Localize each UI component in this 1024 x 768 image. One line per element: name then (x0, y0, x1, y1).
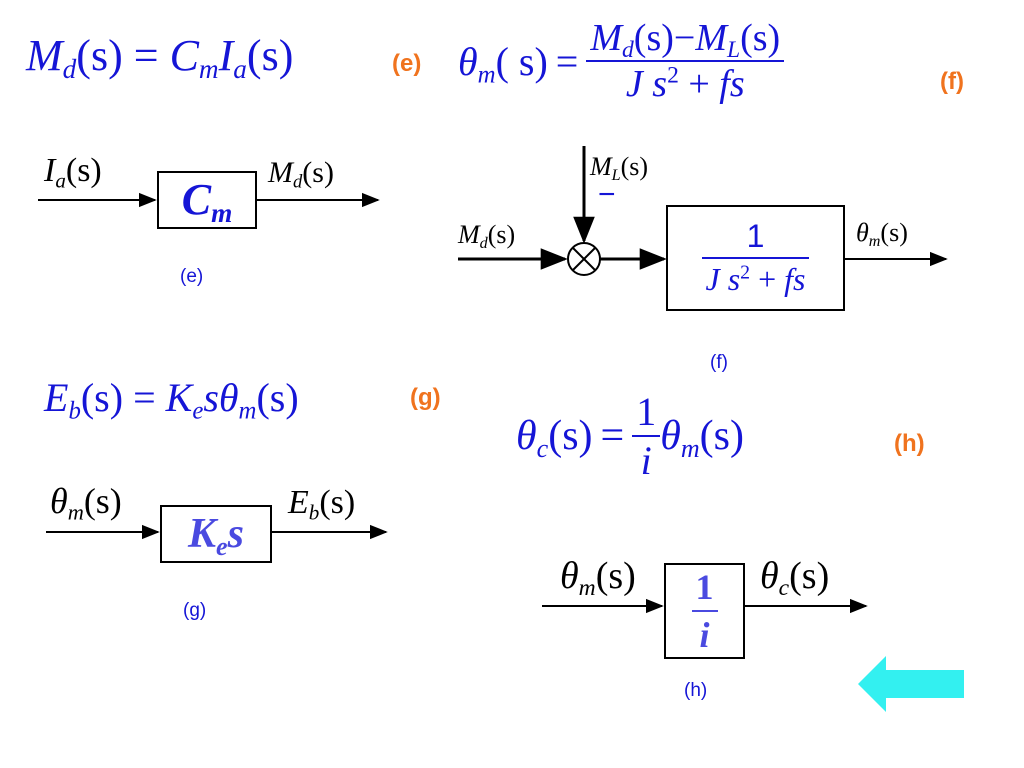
diag-h-output-label: θc(s) (760, 555, 830, 602)
diag-e-output-label: Md(s) (268, 156, 334, 193)
diag-h-input-label: θm(s) (560, 555, 636, 602)
equation-g: Eb(s) = Kesθm(s) (44, 375, 299, 425)
diag-h-caption: (h) (684, 680, 708, 701)
diag-e-caption: (e) (180, 266, 204, 287)
diag-f-minus-sign: − (598, 178, 616, 211)
equation-tag-f: (f) (940, 68, 964, 95)
diag-g-input-label: θm(s) (50, 481, 122, 525)
diag-e-input-label: Ia(s) (44, 152, 102, 193)
equation-f: θm( s) = Md(s)−ML(s) J s2 + fs (458, 16, 785, 106)
diag-g-output-label: Eb(s) (288, 484, 356, 525)
equation-e: Md(s) = CmIa(s) (26, 31, 294, 85)
diag-h-block-gear: 1 i (664, 563, 745, 659)
diag-f-disturbance-label: ML(s) (590, 152, 649, 184)
diag-f-output-label: θm(s) (856, 218, 908, 250)
diag-f-block-plant: 1 J s2 + fs (666, 205, 845, 311)
diag-e-block-Cm: Cm (157, 171, 257, 229)
diag-g-caption: (g) (183, 600, 207, 621)
equation-tag-h: (h) (894, 430, 925, 457)
diag-f-input-label: Md(s) (458, 220, 516, 252)
diag-g-block-Kes: Kes (160, 505, 272, 563)
equation-tag-e: (e) (392, 50, 422, 77)
equation-h: θc(s) = 1 i θm(s) (516, 389, 744, 483)
diag-f-caption: (f) (710, 352, 728, 373)
equation-tag-g: (g) (410, 384, 441, 411)
left-arrow-icon[interactable] (858, 656, 964, 712)
